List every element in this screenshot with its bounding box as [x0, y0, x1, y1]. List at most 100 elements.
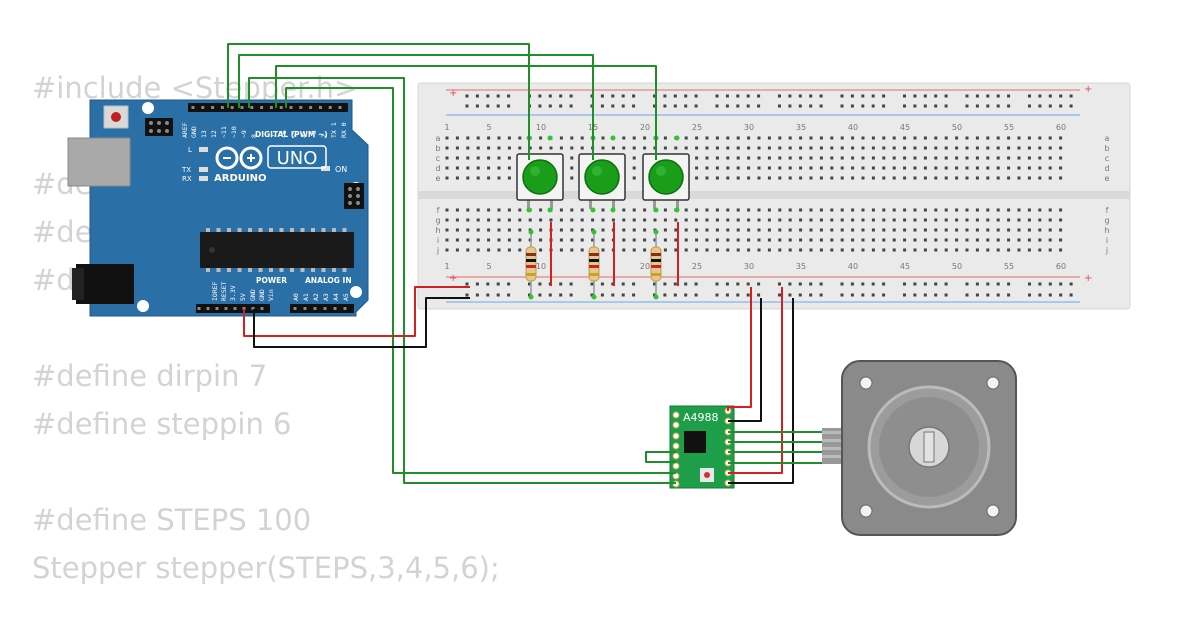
- breadboard-hole: [1007, 176, 1011, 180]
- stepper-motor: [822, 360, 1017, 536]
- breadboard-hole: [476, 166, 480, 170]
- breadboard-hole: [486, 104, 490, 108]
- breadboard-hole: [663, 293, 667, 297]
- breadboard-hole: [913, 293, 917, 297]
- breadboard-hole: [466, 238, 470, 242]
- breadboard-hole: [955, 238, 959, 242]
- breadboard-hole: [570, 176, 574, 180]
- breadboard-hole: [559, 248, 563, 252]
- breadboard-hole: [548, 94, 552, 98]
- breadboard-hole: [986, 238, 990, 242]
- breadboard-hole: [705, 228, 709, 232]
- breadboard-hole: [788, 228, 792, 232]
- breadboard-hole: [840, 218, 844, 222]
- breadboard-hole: [476, 156, 480, 160]
- breadboard-hole: [590, 293, 594, 297]
- breadboard-hole: [1059, 248, 1063, 252]
- breadboard-hole: [497, 156, 501, 160]
- breadboard-hole: [913, 146, 917, 150]
- breadboard-hole: [548, 104, 552, 108]
- breadboard-hole: [569, 104, 573, 108]
- breadboard-hole: [445, 156, 449, 160]
- breadboard-hole: [705, 208, 709, 212]
- resistor: [650, 232, 662, 298]
- breadboard-hole: [819, 166, 823, 170]
- breadboard-hole: [1028, 293, 1031, 297]
- row-letter: i: [437, 236, 439, 245]
- breadboard-hole: [996, 282, 1000, 286]
- breadboard-hole: [684, 282, 688, 286]
- pin-label: 4: [300, 134, 308, 138]
- breadboard-hole: [487, 136, 491, 140]
- breadboard-hole: [986, 156, 990, 160]
- a4988-label: A4988: [683, 411, 719, 424]
- breadboard-hole: [674, 238, 678, 242]
- breadboard-hole: [580, 208, 584, 212]
- breadboard-hole: [1027, 166, 1031, 170]
- breadboard-hole: [580, 228, 584, 232]
- breadboard-hole: [892, 136, 896, 140]
- breadboard-hole: [882, 238, 886, 242]
- led-l-label: L: [188, 146, 192, 154]
- column-number: 25: [692, 123, 702, 132]
- breadboard-hole: [600, 293, 604, 297]
- breadboard-hole: [1038, 146, 1042, 150]
- breadboard-hole: [601, 208, 605, 212]
- breadboard-hole: [622, 248, 626, 252]
- breadboard-hole: [1038, 176, 1042, 180]
- breadboard-hole: [673, 282, 677, 286]
- breadboard-hole: [601, 248, 605, 252]
- breadboard-hole: [934, 176, 938, 180]
- breadboard-hole: [819, 156, 823, 160]
- breadboard-hole: [923, 136, 927, 140]
- breadboard-hole: [996, 94, 1000, 98]
- breadboard-hole: [725, 94, 729, 98]
- breadboard-hole: [996, 208, 1000, 212]
- breadboard-hole: [600, 94, 604, 98]
- breadboard-hole: [507, 218, 511, 222]
- breadboard-hole: [767, 208, 771, 212]
- breadboard-hole: [986, 94, 990, 98]
- breadboard-hole: [1017, 238, 1021, 242]
- breadboard-hole: [601, 146, 605, 150]
- breadboard-hole: [965, 248, 969, 252]
- breadboard-hole: [621, 293, 625, 297]
- usb-port: [67, 137, 131, 187]
- led-on: [321, 166, 330, 171]
- breadboard-hole: [1038, 228, 1042, 232]
- uno-badge: [267, 145, 327, 169]
- breadboard-hole: [996, 238, 1000, 242]
- breadboard-hole: [819, 282, 823, 286]
- breadboard-hole: [466, 228, 470, 232]
- breadboard-hole: [611, 293, 615, 297]
- breadboard-hole: [528, 146, 532, 150]
- breadboard-hole: [934, 248, 938, 252]
- mounting-hole: [142, 102, 154, 114]
- breadboard-hole: [799, 176, 803, 180]
- wire-green: [238, 54, 594, 160]
- breadboard-hole: [684, 94, 688, 98]
- breadboard-hole: [778, 282, 781, 286]
- breadboard-hole: [539, 228, 543, 232]
- pin-label: Vin: [267, 289, 275, 301]
- column-number: 45: [900, 123, 910, 132]
- breadboard-hole: [1017, 156, 1021, 160]
- breadboard-hole: [507, 248, 511, 252]
- breadboard-hole: [850, 104, 854, 108]
- breadboard-hole: [643, 146, 647, 150]
- breadboard-hole: [1059, 156, 1063, 160]
- row-letter: f: [1106, 206, 1109, 215]
- rail-plus-label: +: [1084, 273, 1092, 284]
- breadboard-hole: [1007, 248, 1011, 252]
- breadboard-hole: [788, 238, 792, 242]
- mounting-hole: [859, 376, 873, 390]
- breadboard-hole: [934, 136, 938, 140]
- breadboard-hole: [1048, 208, 1052, 212]
- breadboard-hole: [851, 238, 855, 242]
- breadboard-hole: [465, 282, 469, 286]
- breadboard-hole: [1059, 208, 1063, 212]
- column-number: 40: [848, 123, 858, 132]
- breadboard-hole: [913, 238, 917, 242]
- breadboard-hole: [507, 136, 511, 140]
- breadboard-hole: [1059, 228, 1063, 232]
